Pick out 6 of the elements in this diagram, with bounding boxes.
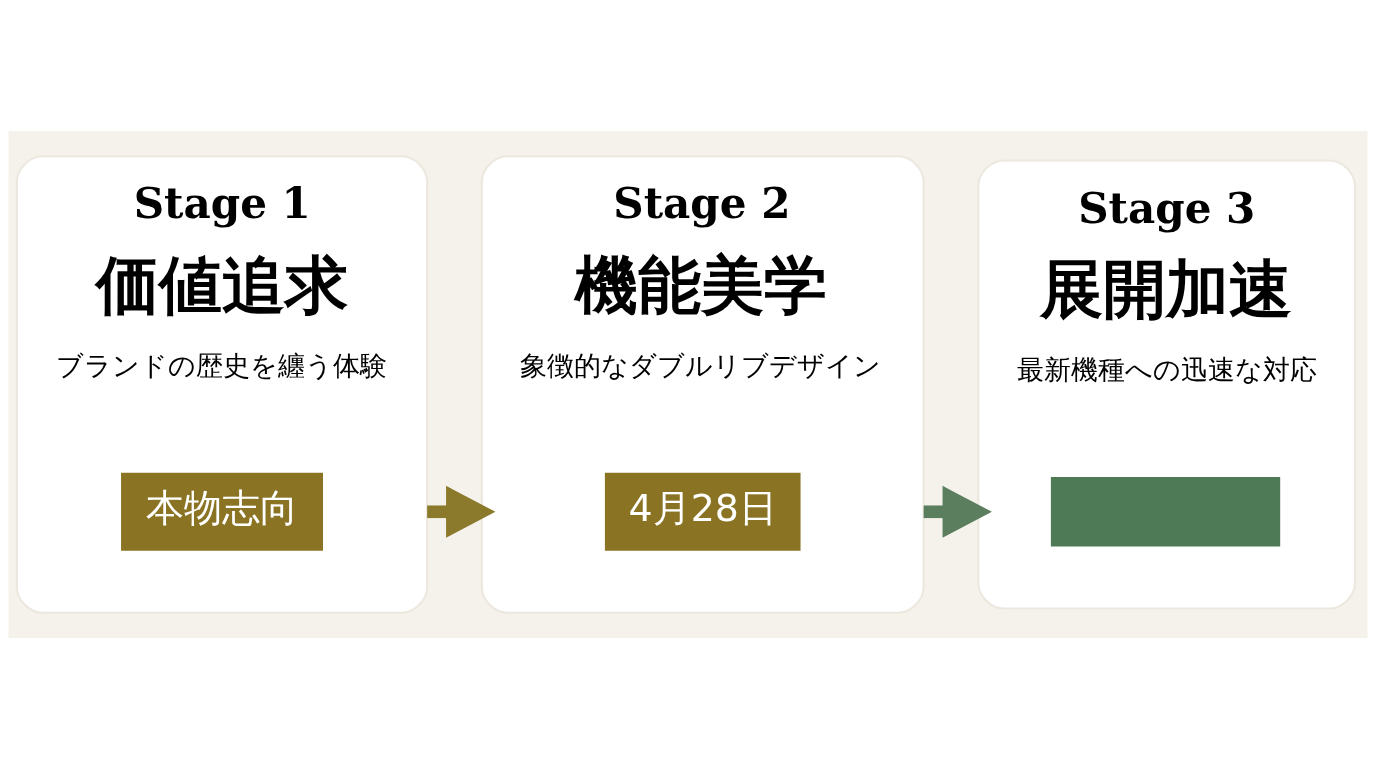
- cluster: Stage 3 展開加速 最新機種への迅速な対応: [977, 158, 1356, 610]
- arrow: [923, 485, 992, 538]
- arrow: [427, 485, 496, 538]
- node-box: 4月28日: [604, 472, 801, 551]
- node-box: [1050, 476, 1281, 546]
- node-box: 本物志向: [121, 472, 323, 551]
